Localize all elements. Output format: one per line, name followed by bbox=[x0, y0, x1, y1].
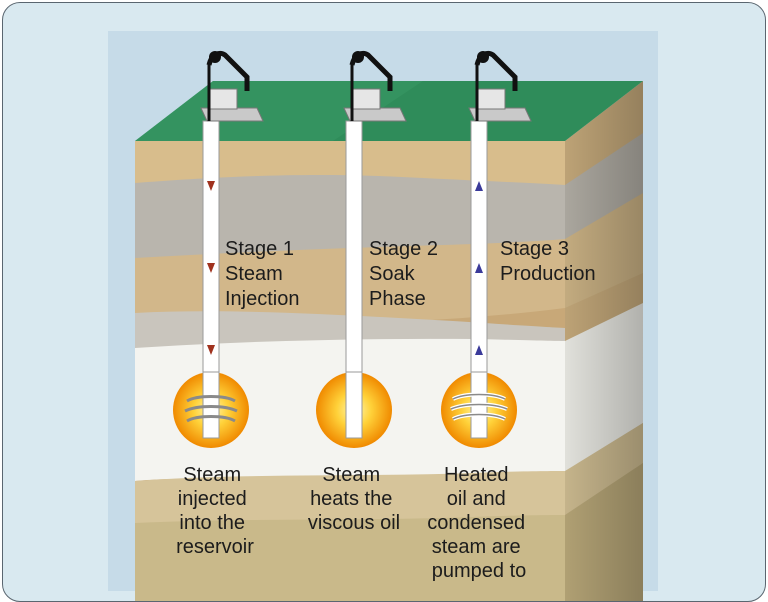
earth-block-side bbox=[565, 81, 643, 602]
steam-glow-1 bbox=[173, 372, 249, 448]
cyclic-steam-diagram: Stage 1 Steam Injection Stage 2 Soak Pha… bbox=[3, 3, 766, 602]
stage-1-title: Stage 1 Steam Injection bbox=[225, 238, 300, 310]
steam-glow-2 bbox=[316, 372, 392, 448]
steam-glow-3 bbox=[441, 372, 517, 448]
